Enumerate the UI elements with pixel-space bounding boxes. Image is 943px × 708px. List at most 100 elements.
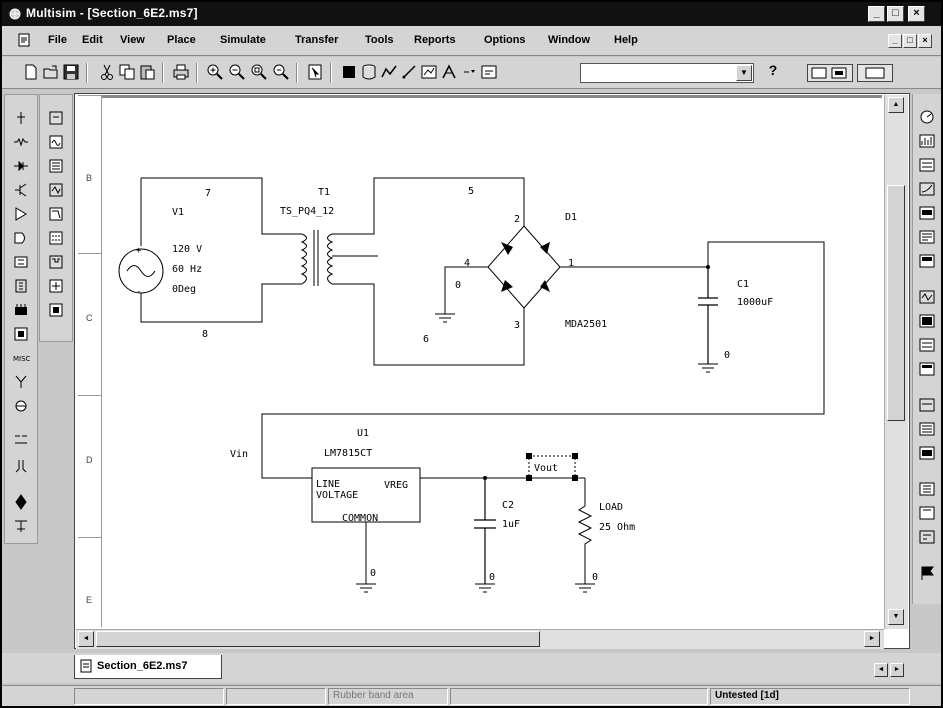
menu-file[interactable]: File — [48, 34, 67, 46]
u1-regulator[interactable] — [311, 467, 585, 593]
mixed-icon[interactable] — [12, 301, 30, 319]
ladder-icon[interactable] — [12, 431, 30, 449]
indicator-icon[interactable] — [12, 325, 30, 343]
menu-transfer[interactable]: Transfer — [295, 34, 339, 46]
menu-window[interactable]: Window — [548, 34, 591, 46]
zoom-area-icon[interactable] — [250, 63, 268, 81]
function-generator-icon[interactable] — [47, 133, 65, 151]
analysis-icon[interactable] — [918, 420, 936, 438]
combo-dropdown-icon[interactable]: ▼ — [736, 65, 752, 81]
bode-plotter-icon[interactable] — [47, 205, 65, 223]
c2-capacitor[interactable] — [474, 476, 496, 593]
menu-reports[interactable]: Reports — [414, 34, 456, 46]
scroll-down-icon[interactable]: ▼ — [888, 609, 904, 625]
misc-digital-icon[interactable] — [12, 277, 30, 295]
scroll-up-icon[interactable]: ▲ — [888, 97, 904, 113]
component-icon[interactable] — [340, 63, 358, 81]
open-folder-icon[interactable] — [42, 63, 60, 81]
tektronix-icon[interactable] — [918, 396, 936, 414]
postprocessor-icon[interactable] — [420, 63, 438, 81]
minimize-button[interactable]: _ — [868, 6, 885, 22]
tab-next-icon[interactable]: ► — [890, 663, 904, 677]
current-probe-icon[interactable] — [918, 312, 936, 330]
graph-icon[interactable] — [380, 63, 398, 81]
vertical-scrollbar[interactable]: ▲ ▼ — [884, 95, 908, 629]
tab-prev-icon[interactable]: ◄ — [874, 663, 888, 677]
logic-converter-icon[interactable] — [47, 277, 65, 295]
close-button[interactable]: × — [908, 6, 925, 22]
agilent-scope-icon[interactable] — [918, 288, 936, 306]
in-use-list-combo[interactable]: ▼ — [580, 63, 754, 83]
save-icon[interactable] — [62, 63, 80, 81]
horizontal-scrollbar[interactable]: ◄ ► — [76, 629, 884, 649]
mdi-close-button[interactable]: × — [918, 34, 932, 48]
wire-icon[interactable] — [400, 63, 418, 81]
rf-icon[interactable] — [12, 373, 30, 391]
print-icon[interactable] — [172, 63, 190, 81]
c1-capacitor[interactable] — [261, 241, 825, 479]
paste-icon[interactable] — [138, 63, 156, 81]
simulate-switch-icon[interactable] — [807, 64, 853, 82]
misc-icon[interactable]: MISC — [12, 349, 31, 367]
analog-icon[interactable] — [12, 205, 30, 223]
vertical-scroll-thumb[interactable] — [887, 185, 905, 421]
postprocess-icon[interactable] — [918, 528, 936, 546]
flag-icon[interactable] — [918, 564, 936, 582]
frequency-counter-icon[interactable] — [918, 204, 936, 222]
mdi-restore-button[interactable]: □ — [903, 34, 917, 48]
scroll-right-icon[interactable]: ► — [864, 631, 880, 647]
word-generator-icon[interactable] — [47, 229, 65, 247]
horizontal-scroll-thumb[interactable] — [96, 631, 540, 647]
report-icon[interactable] — [918, 480, 936, 498]
load-resistor[interactable] — [575, 478, 595, 593]
network-analyzer-icon[interactable] — [918, 156, 936, 174]
labview-icon[interactable] — [918, 360, 936, 378]
power-icon[interactable] — [12, 457, 30, 475]
t1-transformer[interactable] — [300, 177, 525, 366]
grapher-icon[interactable] — [480, 63, 498, 81]
document-icon[interactable] — [16, 32, 32, 48]
cmos-icon[interactable] — [12, 253, 30, 271]
menu-place[interactable]: Place — [167, 34, 196, 46]
maximize-button[interactable]: □ — [887, 6, 904, 22]
transistor-icon[interactable] — [12, 181, 30, 199]
iv-analyzer-icon[interactable] — [918, 180, 936, 198]
bus-icon[interactable] — [440, 63, 458, 81]
pause-switch-icon[interactable] — [857, 64, 893, 82]
electromechanical-icon[interactable] — [12, 397, 30, 415]
source-icon[interactable] — [12, 109, 30, 127]
menu-options[interactable]: Options — [484, 34, 526, 46]
vout-label-box[interactable] — [526, 453, 578, 481]
menu-help[interactable]: Help — [614, 34, 638, 46]
new-file-icon[interactable] — [22, 63, 40, 81]
netlist-icon[interactable] — [918, 504, 936, 522]
zoom-fit-icon[interactable] — [272, 63, 290, 81]
help-button[interactable]: ? — [768, 62, 778, 78]
database-icon[interactable] — [360, 63, 378, 81]
mdi-minimize-button[interactable]: _ — [888, 34, 902, 48]
menu-tools[interactable]: Tools — [365, 34, 394, 46]
bus-entry-icon[interactable] — [12, 517, 30, 535]
wattmeter-icon[interactable] — [47, 157, 65, 175]
copy-icon[interactable] — [118, 63, 136, 81]
basic-icon[interactable] — [12, 133, 30, 151]
menu-edit[interactable]: Edit — [82, 34, 103, 46]
agilent-multimeter-icon[interactable] — [918, 228, 936, 246]
oscilloscope-icon[interactable] — [47, 181, 65, 199]
grapher-view-icon[interactable] — [918, 444, 936, 462]
diode-icon[interactable] — [12, 157, 30, 175]
zoom-in-icon[interactable] — [206, 63, 224, 81]
tab-section-6e2[interactable]: Section_6E2.ms7 — [74, 655, 222, 679]
spectrum-analyzer-icon[interactable] — [918, 132, 936, 150]
menu-simulate[interactable]: Simulate — [220, 34, 266, 46]
v1-source[interactable]: + - — [118, 177, 302, 323]
scroll-left-icon[interactable]: ◄ — [78, 631, 94, 647]
dropdown-arrow-icon[interactable] — [460, 63, 478, 81]
virtual-instrument-icon[interactable] — [918, 108, 936, 126]
pointer-icon[interactable] — [306, 63, 324, 81]
hierarchy-icon[interactable] — [12, 493, 30, 511]
distortion-analyzer-icon[interactable] — [47, 301, 65, 319]
cut-icon[interactable] — [98, 63, 116, 81]
multimeter-icon[interactable] — [47, 109, 65, 127]
